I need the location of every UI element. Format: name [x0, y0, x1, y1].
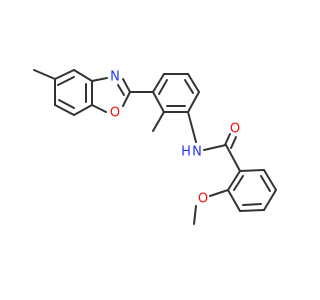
bond-ctr-6 [152, 91, 165, 113]
bond-low-6 [227, 170, 241, 191]
atom-labels: N O N H O O [110, 70, 240, 207]
bond-bzx-4 [73, 104, 93, 116]
bond-low-2 [263, 169, 277, 191]
bond-ctr-3 [187, 73, 200, 93]
bond-oxazole-c2-o [122, 91, 131, 107]
bond-low-2-inner [260, 175, 271, 192]
bond-nh-co [203, 144, 227, 151]
bond-methyl-left [33, 69, 56, 80]
bond-c-o-double-a [224, 133, 231, 146]
bond-lines [33, 69, 277, 225]
molecule-structure-diagram: N O N H O O [33, 69, 277, 225]
amide-nitrogen-label: N [192, 145, 202, 160]
bond-bzx-1 [54, 69, 75, 80]
bond-low-4-inner [242, 203, 262, 206]
benzoxazole-oxygen-label: O [110, 106, 120, 121]
bond-oxazole-n-c2 [122, 78, 131, 93]
bond-low-1 [239, 169, 265, 172]
amide-hydrogen-label: H [181, 145, 191, 160]
bond-ome-methyl [193, 205, 197, 225]
benzoxazole-nitrogen-label: N [110, 70, 120, 85]
bond-ctr-1 [152, 73, 165, 93]
bond-low-5 [227, 189, 241, 212]
bond-c-o-double-b [230, 136, 237, 149]
bond-bzx-2 [73, 69, 93, 82]
bond-ctr-3-inner [184, 79, 194, 94]
bond-c-nh [187, 111, 197, 143]
methoxy-oxygen-label: O [198, 192, 208, 207]
carbonyl-oxygen-label: O [230, 122, 240, 137]
bond-co-ring [225, 144, 241, 172]
bond-bzx-1-inner [57, 76, 75, 86]
bond-oxazole-n-c2-inner [117, 84, 125, 96]
bond-low-6-inner [233, 175, 244, 191]
bond-ctr-1-inner [158, 79, 168, 95]
bond-bzx-5 [54, 104, 75, 116]
bond-ring-ome [209, 189, 229, 197]
bond-bzx-5-inner [58, 99, 75, 109]
bond-oxazole-o-c [91, 104, 107, 113]
bond-oxazole-c-n [91, 77, 108, 82]
bond-ctr-4 [187, 91, 200, 113]
bond-low-4 [239, 209, 265, 212]
bond-methyl-central [152, 111, 165, 132]
bond-low-3 [263, 189, 277, 211]
